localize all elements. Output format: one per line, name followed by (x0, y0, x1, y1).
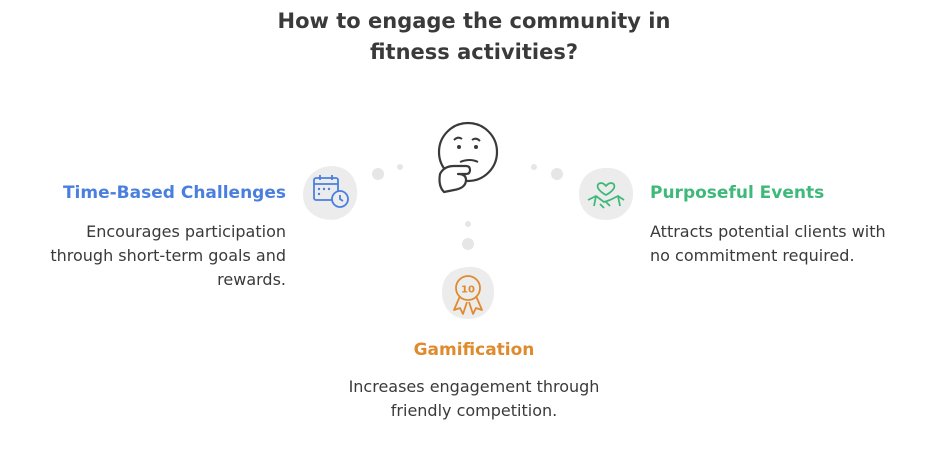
handshake-heart-icon (579, 167, 634, 220)
right-branch-description: Attracts potential clients with no commi… (650, 222, 886, 265)
badge-number: 10 (461, 285, 475, 296)
left-branch-heading: Time-Based Challenges (62, 183, 286, 203)
connector-dot (462, 238, 474, 250)
connector-dot (397, 164, 403, 170)
connector-dot (372, 168, 384, 180)
thinking-face-icon (437, 121, 499, 194)
calendar-clock-icon (303, 166, 358, 220)
connector-dot (531, 164, 537, 170)
bottom-branch-description: Increases engagement through friendly co… (348, 377, 600, 420)
award-badge-icon: 10 (442, 266, 494, 319)
right-branch-heading: Purposeful Events (650, 183, 825, 203)
connector-dot (465, 221, 471, 227)
page-title: How to engage the community in fitness a… (277, 9, 671, 64)
connector-dot (551, 168, 563, 180)
left-branch-description: Encourages participation through short-t… (50, 222, 286, 289)
bottom-branch-heading: Gamification (413, 340, 535, 360)
